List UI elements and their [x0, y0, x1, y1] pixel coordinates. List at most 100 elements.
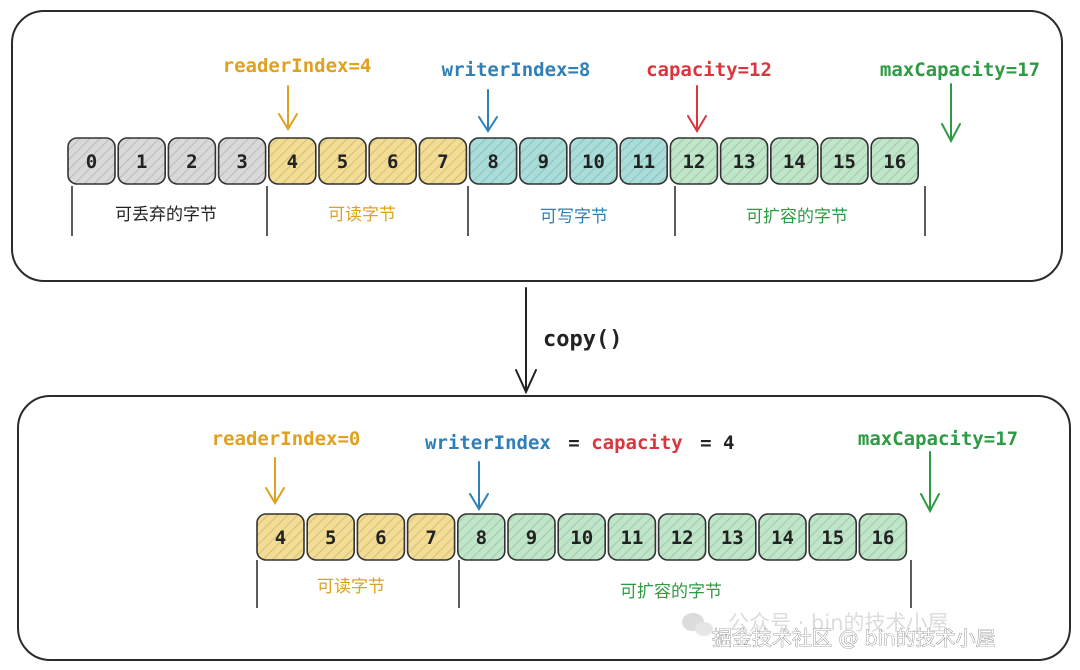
after-eq2: = 4 — [700, 432, 734, 454]
watermark-line1: 公众号 · bin的技术小屋 — [728, 611, 949, 635]
after-capacity-part: capacity — [591, 432, 683, 454]
before-byte-cell-hatch — [821, 138, 868, 184]
before-byte-cell-hatch — [369, 138, 417, 184]
before-byte-cell-label: 2 — [186, 151, 197, 173]
after-byte-cell-hatch — [508, 514, 555, 560]
after-byte-cell-9: 9 — [507, 513, 556, 561]
before-byte-cell-label: 7 — [437, 151, 448, 173]
after-byte-cell-hatch — [608, 514, 656, 560]
after-byte-cell-hatch — [457, 514, 505, 560]
before-writer-label: writerIndex=8 — [442, 59, 591, 81]
after-byte-cell-label: 8 — [476, 527, 487, 549]
before-byte-cell-9: 9 — [518, 137, 568, 185]
before-byte-cell-hatch — [720, 138, 768, 184]
before-byte-cell-13: 13 — [719, 137, 769, 185]
before-byte-cell-label: 8 — [487, 151, 498, 173]
after-max-arrow — [920, 451, 940, 514]
before-byte-cell-label: 11 — [632, 151, 655, 173]
before-byte-cell-label: 5 — [337, 151, 348, 173]
before-byte-cell-hatch — [871, 138, 919, 184]
before-region-writable: 可写字节 — [540, 207, 608, 227]
after-byte-cell-4: 4 — [256, 513, 305, 561]
before-byte-cell-label: 9 — [538, 151, 549, 173]
before-byte-cell-label: 3 — [236, 151, 247, 173]
after-eq1: = — [568, 432, 579, 454]
before-byte-cell-hatch — [168, 138, 216, 184]
before-max-label: maxCapacity=17 — [880, 59, 1040, 81]
before-byte-cell-4: 4 — [267, 137, 317, 185]
after-byte-cell-label: 9 — [526, 527, 537, 549]
before-capacity-arrow — [687, 85, 707, 133]
before-writer-arrow — [478, 89, 498, 133]
before-max-arrow — [941, 83, 961, 144]
before-byte-cell-label: 14 — [783, 151, 806, 173]
before-byte-cell-hatch — [68, 138, 115, 184]
watermark: 公众号 · bin的技术小屋 掘金技术社区 @ bin的技术小屋 — [682, 611, 996, 650]
before-byte-cell-7: 7 — [418, 137, 468, 185]
after-byte-cell-label: 16 — [871, 527, 894, 549]
after-byte-cell-label: 10 — [570, 527, 593, 549]
after-byte-cell-label: 14 — [771, 527, 794, 549]
copy-label: copy() — [543, 327, 622, 352]
after-byte-cell-12: 12 — [657, 513, 707, 561]
before-byte-cell-hatch — [118, 138, 166, 184]
after-writer-part: writerIndex — [425, 432, 551, 454]
before-capacity-label: capacity=12 — [646, 59, 772, 81]
after-byte-cell-11: 11 — [607, 513, 657, 561]
after-byte-cell-hatch — [257, 514, 304, 560]
before-byte-cell-hatch — [268, 138, 316, 184]
before-byte-cell-label: 6 — [387, 151, 398, 173]
before-byte-cell-2: 2 — [167, 137, 217, 185]
after-byte-cell-13: 13 — [707, 513, 757, 561]
before-byte-cell-label: 1 — [136, 151, 147, 173]
before-byte-cell-hatch — [570, 138, 617, 184]
before-byte-cell-label: 16 — [883, 151, 906, 173]
before-reader-label: readerIndex=4 — [223, 55, 372, 77]
before-region-ticks — [71, 186, 926, 236]
before-region-discardable: 可丢弃的字节 — [115, 205, 217, 225]
after-byte-cell-hatch — [759, 514, 806, 560]
after-byte-cell-6: 6 — [356, 513, 406, 561]
before-byte-cell-hatch — [670, 138, 718, 184]
before-byte-cell-5: 5 — [318, 137, 367, 185]
after-byte-cell-hatch — [407, 514, 455, 560]
after-region-readable: 可读字节 — [317, 577, 385, 597]
before-byte-cell-label: 10 — [582, 151, 605, 173]
after-byte-cell-10: 10 — [557, 513, 607, 561]
after-byte-cell-hatch — [708, 514, 756, 560]
after-byte-cell-14: 14 — [758, 513, 807, 561]
before-byte-cell-14: 14 — [769, 137, 819, 185]
before-byte-cell-hatch — [469, 138, 517, 184]
after-byte-cell-hatch — [658, 514, 706, 560]
before-byte-cell-hatch — [770, 138, 818, 184]
before-byte-cell-1: 1 — [117, 137, 166, 185]
after-byte-cell-label: 15 — [821, 527, 844, 549]
before-byte-cell-label: 12 — [682, 151, 705, 173]
before-byte-cell-label: 15 — [833, 151, 856, 173]
after-region-expandable: 可扩容的字节 — [620, 582, 722, 602]
before-byte-cell-hatch — [319, 138, 366, 184]
after-byte-cell-label: 5 — [325, 527, 336, 549]
after-byte-cell-label: 4 — [275, 527, 286, 549]
after-byte-cell-hatch — [859, 514, 907, 560]
before-byte-cell-hatch — [419, 138, 467, 184]
before-byte-cell-12: 12 — [669, 137, 719, 185]
after-byte-cell-5: 5 — [306, 513, 356, 561]
after-writer-label: writerIndex = capacity = 4 — [425, 432, 735, 454]
before-byte-cell-16: 16 — [870, 137, 920, 185]
copy-arrow — [515, 287, 537, 395]
before-reader-arrow — [278, 85, 298, 131]
after-byte-cell-label: 13 — [721, 527, 744, 549]
before-region-expandable: 可扩容的字节 — [746, 207, 848, 227]
watermark-line2: 掘金技术社区 @ bin的技术小屋 — [712, 626, 996, 650]
wechat-icon — [682, 613, 713, 636]
after-byte-cell-label: 7 — [425, 527, 436, 549]
after-writer-arrow — [469, 461, 489, 511]
after-byte-cell-hatch — [558, 514, 606, 560]
before-byte-cell-8: 8 — [468, 137, 518, 185]
before-byte-cell-11: 11 — [619, 137, 669, 185]
after-byte-cell-label: 11 — [620, 527, 643, 549]
after-byte-cell-7: 7 — [406, 513, 456, 561]
after-byte-cell-8: 8 — [456, 513, 506, 561]
